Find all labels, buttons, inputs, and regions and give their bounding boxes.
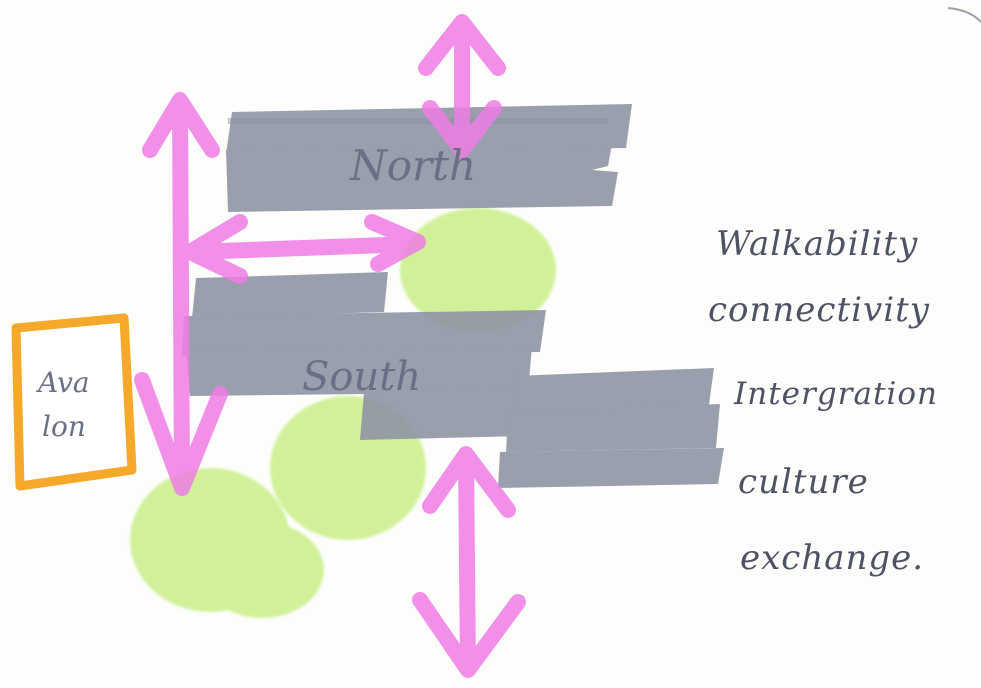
keyword-exchange: exchange. bbox=[740, 538, 925, 578]
avalon-box: Ava lon bbox=[11, 313, 137, 491]
arrow-center-horizontal bbox=[182, 214, 426, 284]
movement-arrows bbox=[134, 14, 526, 678]
north-label: North bbox=[349, 141, 476, 190]
green-blob-north bbox=[400, 208, 556, 332]
east-block bbox=[498, 368, 724, 488]
arrow-north-vertical bbox=[418, 14, 506, 158]
avalon-label-line1: Ava bbox=[35, 366, 90, 399]
keyword-walkability: Walkability bbox=[716, 224, 919, 264]
green-blob-south bbox=[200, 522, 324, 618]
arrow-west-vertical bbox=[134, 92, 228, 496]
keyword-connectivity: connectivity bbox=[708, 290, 930, 330]
keyword-integration: Intergration bbox=[734, 376, 938, 412]
avalon-label-line2: lon bbox=[42, 410, 86, 443]
arrow-south-vertical bbox=[412, 446, 526, 678]
north-block bbox=[226, 104, 632, 212]
south-block bbox=[182, 272, 546, 440]
building-blocks bbox=[182, 104, 724, 488]
keyword-culture: culture bbox=[738, 462, 869, 502]
south-label: South bbox=[302, 354, 421, 400]
